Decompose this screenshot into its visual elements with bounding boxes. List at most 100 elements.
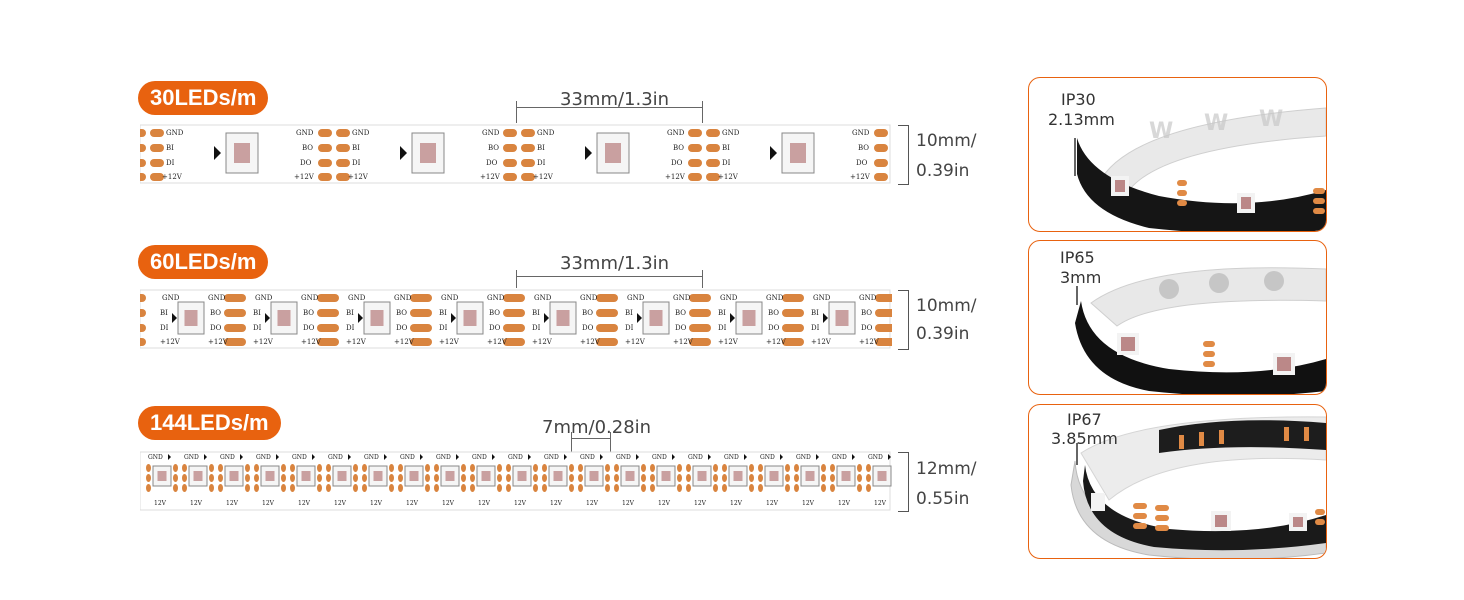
solder-pad xyxy=(686,484,691,492)
pad-label: GND xyxy=(220,454,235,461)
solder-pad xyxy=(758,474,763,482)
direction-arrow xyxy=(384,454,387,460)
pad-label: 12V xyxy=(442,500,455,507)
solder-pad xyxy=(362,464,367,472)
pad-label: DI xyxy=(718,324,727,332)
solder-pad xyxy=(785,474,790,482)
solder-pad xyxy=(866,474,871,482)
solder-pad xyxy=(689,294,711,302)
pad-label: BI xyxy=(811,309,819,317)
solder-pad xyxy=(875,294,892,302)
width-label-top: 12mm/ xyxy=(916,459,977,479)
pad-label: GND xyxy=(852,129,870,137)
solder-pad xyxy=(614,474,619,482)
solder-pad xyxy=(245,464,250,472)
pad-label: DO xyxy=(489,324,501,332)
pad-label: DI xyxy=(439,324,448,332)
led-die xyxy=(742,310,756,326)
solder-pad xyxy=(245,484,250,492)
pad-label: 12V xyxy=(226,500,239,507)
solder-pad xyxy=(281,464,286,472)
pad-label: +12V xyxy=(208,338,229,346)
solder-pad xyxy=(506,474,511,482)
solder-pad xyxy=(650,484,655,492)
width-bracket xyxy=(898,452,909,512)
direction-arrow xyxy=(672,454,675,460)
solder-pad xyxy=(866,484,871,492)
direction-arrow xyxy=(600,454,603,460)
pad-label: GND xyxy=(292,454,307,461)
direction-arrow xyxy=(888,454,891,460)
solder-pad xyxy=(470,484,475,492)
led-die xyxy=(481,471,491,481)
pad-label: GND xyxy=(652,454,667,461)
solder-pad xyxy=(140,309,146,317)
pad-label: +12V xyxy=(673,338,694,346)
direction-arrow xyxy=(400,146,407,160)
led-die xyxy=(553,471,563,481)
solder-pad xyxy=(290,484,295,492)
pad-label: GND xyxy=(813,294,831,302)
solder-pad xyxy=(641,464,646,472)
solder-pad xyxy=(336,144,350,152)
pad-label: +12V xyxy=(859,338,880,346)
solder-pad xyxy=(140,144,146,152)
solder-pad xyxy=(317,294,339,302)
solder-pad xyxy=(596,338,618,346)
pad-label: GND xyxy=(255,294,273,302)
pad-label: 12V xyxy=(154,500,167,507)
solder-pad xyxy=(688,159,702,167)
direction-arrow xyxy=(780,454,783,460)
pad-label: GND xyxy=(766,294,784,302)
solder-pad xyxy=(874,173,888,181)
pad-label: GND xyxy=(722,129,740,137)
pad-label: DO xyxy=(210,324,222,332)
pad-label: BO xyxy=(675,309,686,317)
spacing-label: 33mm/1.3in xyxy=(560,253,670,274)
solder-pad xyxy=(596,294,618,302)
solder-pad xyxy=(434,464,439,472)
pad-label: GND xyxy=(472,454,487,461)
solder-pad xyxy=(290,464,295,472)
pad-label: DO xyxy=(856,159,868,167)
solder-pad xyxy=(326,484,331,492)
solder-pad xyxy=(173,464,178,472)
width-label-top: 10mm/ xyxy=(916,131,977,151)
pad-label: 12V xyxy=(838,500,851,507)
solder-pad xyxy=(785,484,790,492)
width-bracket xyxy=(898,125,909,185)
solder-pad xyxy=(503,338,525,346)
solder-pad xyxy=(686,464,691,472)
solder-pad xyxy=(503,324,525,332)
pad-label: GND xyxy=(166,129,184,137)
width-label-bottom: 0.39in xyxy=(916,324,970,344)
led-die xyxy=(157,471,167,481)
solder-pad xyxy=(434,484,439,492)
pad-label: BI xyxy=(722,144,730,152)
pad-label: DO xyxy=(861,324,873,332)
led-die xyxy=(420,143,436,163)
pad-label: BI xyxy=(625,309,633,317)
solder-pad xyxy=(254,474,259,482)
solder-pad xyxy=(542,464,547,472)
solder-pad xyxy=(821,464,826,472)
pad-label: +12V xyxy=(294,173,315,181)
direction-arrow xyxy=(265,313,270,323)
solder-pad xyxy=(503,144,517,152)
led-die xyxy=(301,471,311,481)
pad-label: GND xyxy=(616,454,631,461)
led-die xyxy=(370,310,384,326)
pad-label: +12V xyxy=(160,338,181,346)
ip-thickness: 3.85mm xyxy=(1051,429,1118,448)
led-die xyxy=(589,471,599,481)
led-die xyxy=(373,471,383,481)
solder-pad xyxy=(749,464,754,472)
solder-pad xyxy=(542,474,547,482)
solder-pad xyxy=(650,474,655,482)
solder-pad xyxy=(150,144,164,152)
solder-pad xyxy=(150,129,164,137)
direction-arrow xyxy=(451,313,456,323)
led-die xyxy=(265,471,275,481)
pad-label: BI xyxy=(253,309,261,317)
pad-label: 12V xyxy=(802,500,815,507)
